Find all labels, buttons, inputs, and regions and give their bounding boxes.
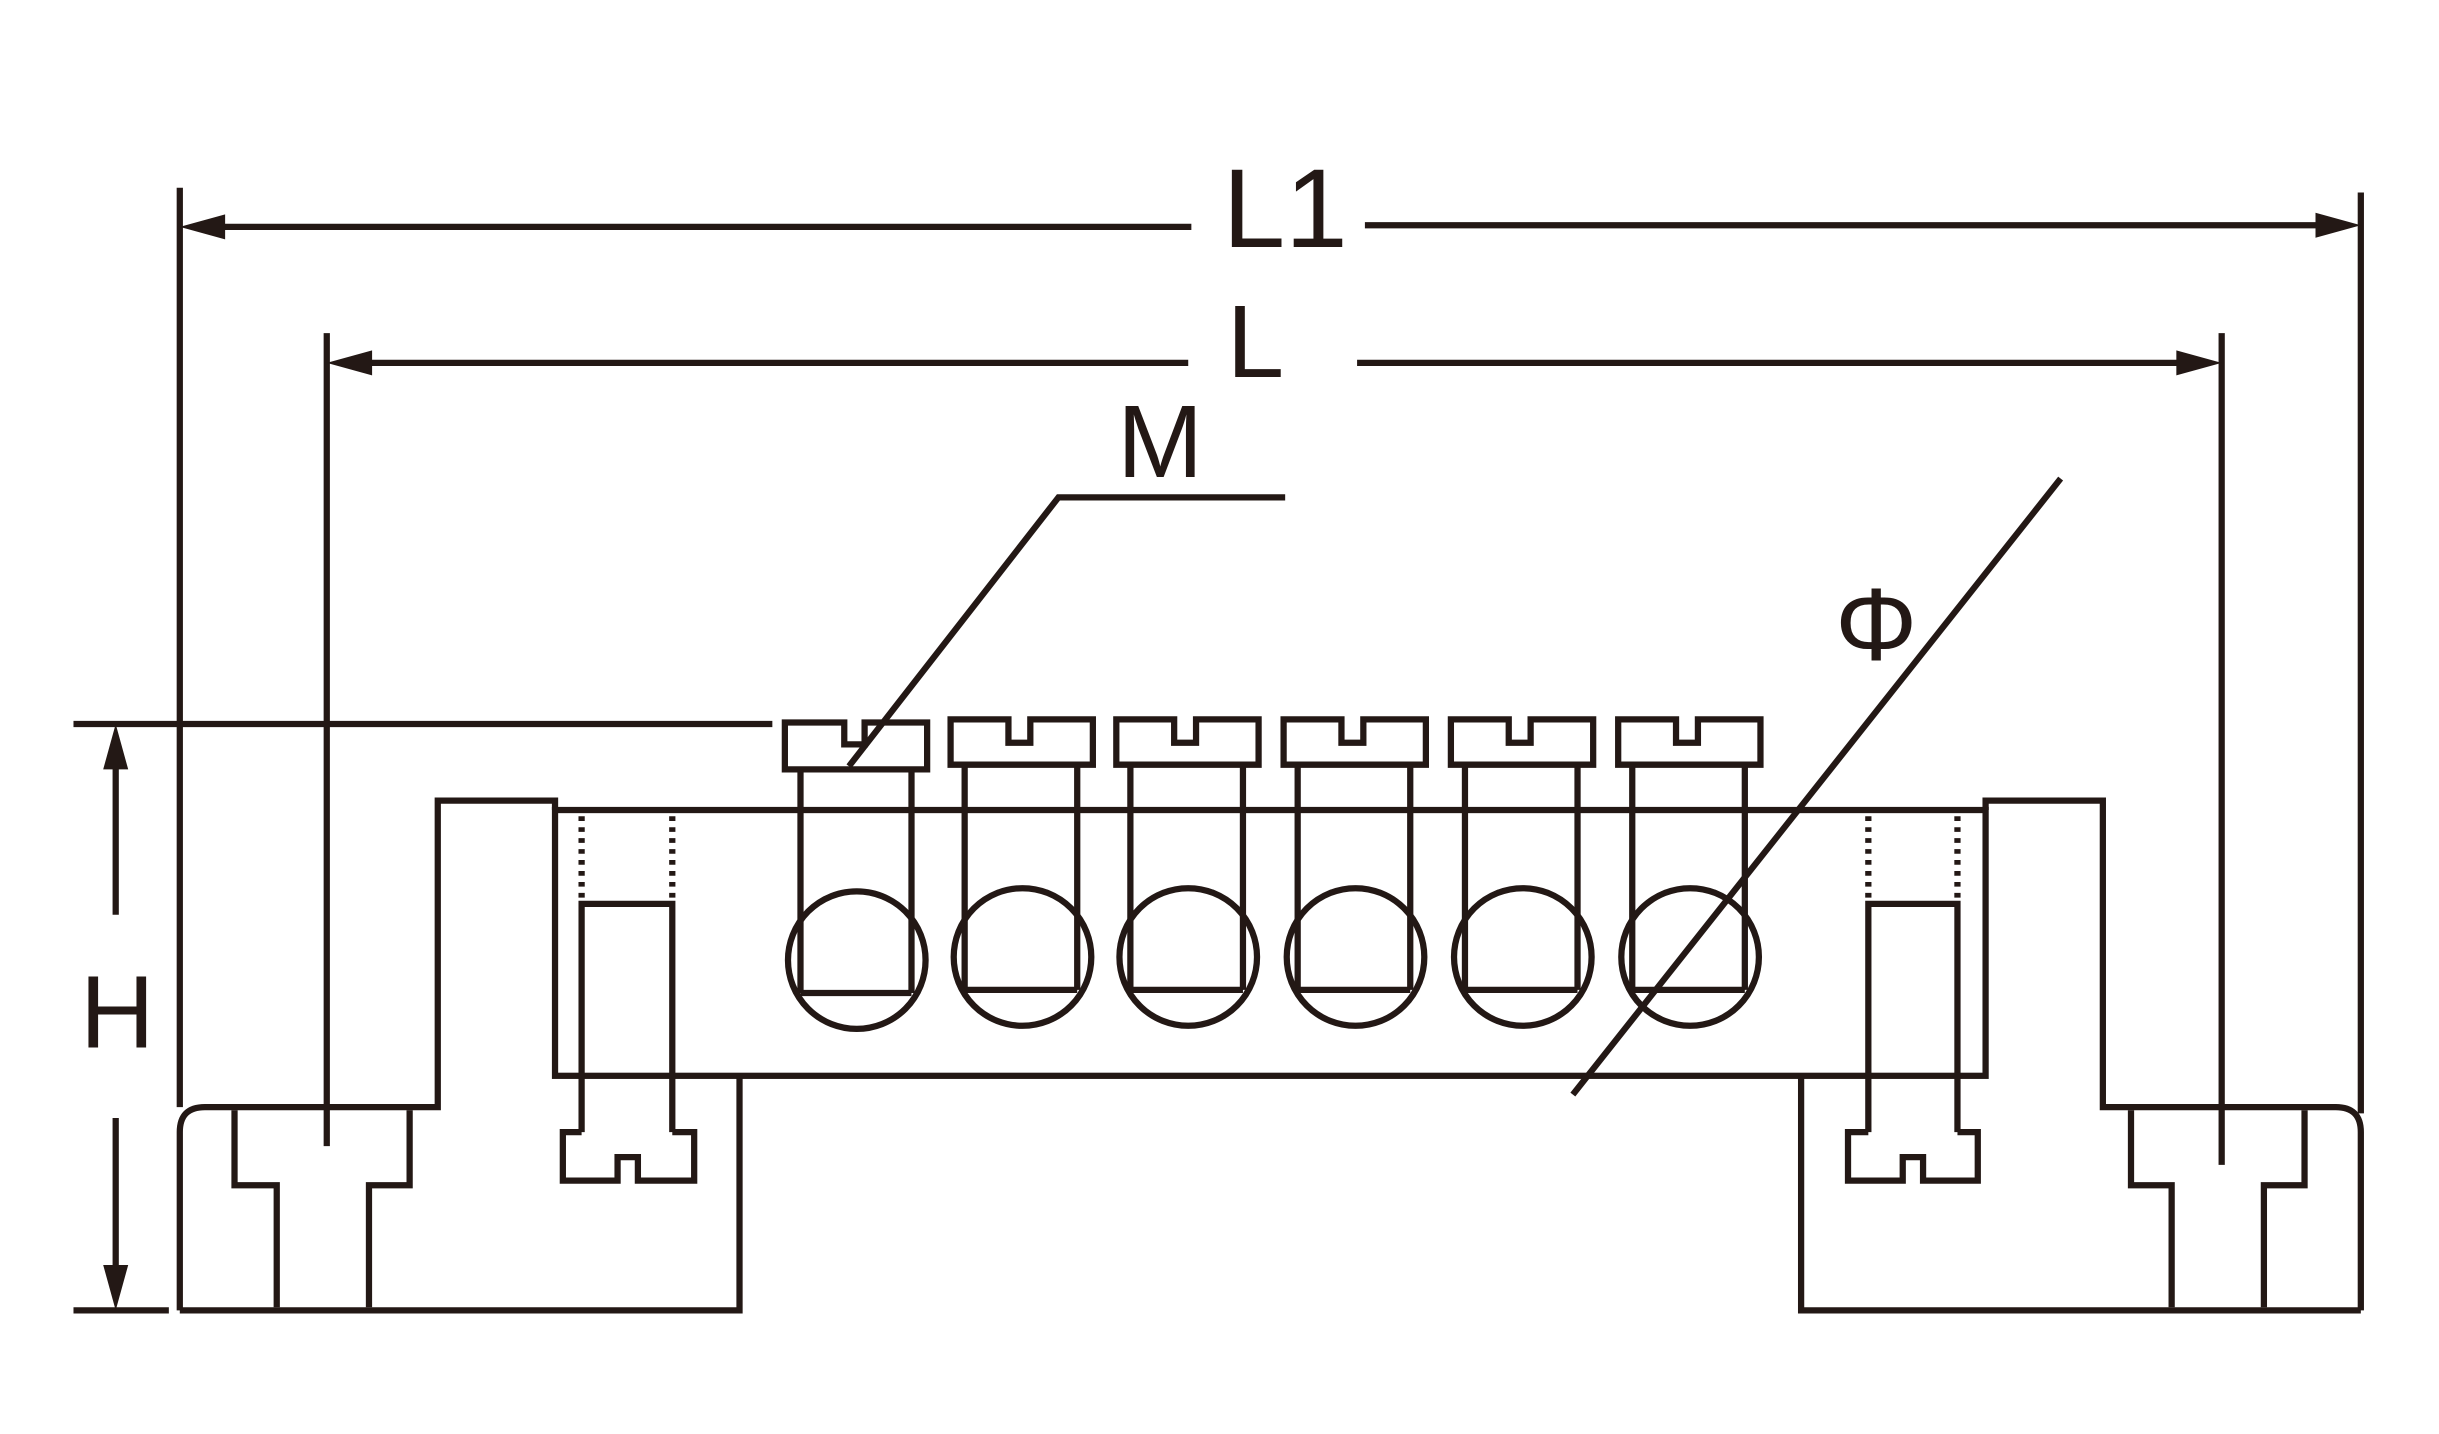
terminal-screw-6: [1615, 716, 1764, 1029]
left-support-t-slot: [231, 1110, 413, 1308]
terminal-wire-hole: [1283, 885, 1428, 1029]
left-mounting-screw-head: [559, 1128, 698, 1184]
right-mounting-screw-hidden-thread: [1865, 816, 1961, 900]
terminal-screw-1: [781, 719, 931, 1033]
terminal-screw-4: [1280, 716, 1430, 1029]
left-mounting-screw-hidden-thread: [578, 816, 676, 900]
l1-label: L1: [1223, 145, 1348, 271]
l1-arrow-right: [2315, 212, 2361, 238]
terminal-screw-head: [1280, 716, 1430, 768]
terminal-wire-hole: [1618, 885, 1763, 1029]
dimension-l1: L1: [176, 145, 2364, 1114]
left-mounting-screw: [559, 816, 698, 1184]
terminal-wire-hole: [1116, 885, 1261, 1029]
m-label: M: [1117, 384, 1203, 499]
right-support-t-slot: [2127, 1110, 2308, 1308]
screw-callout-m: M: [846, 384, 1286, 769]
terminal-clamp-body: [1294, 764, 1414, 993]
h-label: H: [80, 955, 155, 1070]
h-arrow-up: [103, 724, 129, 770]
terminal-clamp-body: [1127, 764, 1247, 993]
terminal-screw-3: [1113, 716, 1262, 1029]
terminal-screw-5: [1447, 716, 1597, 1029]
l-arrow-right: [2176, 350, 2222, 376]
dimension-l: L: [323, 284, 2225, 1165]
terminal-wire-hole: [950, 885, 1095, 1029]
right-support-outline: [1797, 797, 2364, 1314]
terminal-screw-head: [1447, 716, 1597, 768]
terminal-wire-hole: [784, 888, 929, 1033]
terminal-clamp-body: [1629, 764, 1748, 993]
m-leader-line: [846, 494, 1286, 769]
terminal-wire-hole: [1450, 885, 1595, 1029]
terminal-screw-head: [947, 716, 1096, 768]
terminal-clamp-body: [961, 764, 1081, 993]
left-support: [176, 797, 743, 1314]
l-arrow-left: [326, 350, 373, 376]
left-support-outline: [176, 797, 743, 1314]
dimension-h: H: [73, 720, 773, 1314]
l-label: L: [1227, 284, 1284, 399]
busbar-body: [551, 806, 1989, 1079]
terminal-clamp-body: [797, 769, 915, 997]
l1-arrow-left: [179, 214, 226, 240]
right-mounting-screw: [1844, 816, 1981, 1184]
right-mounting-screw-head: [1844, 1128, 1981, 1184]
terminal-screw-head: [1113, 716, 1262, 768]
phi-label: Φ: [1835, 567, 1917, 682]
right-mounting-screw-shaft: [1865, 900, 1961, 1133]
terminal-clamp-body: [1461, 764, 1581, 993]
terminal-screw-head: [781, 719, 931, 773]
terminal-screw-head: [1615, 716, 1764, 768]
left-mounting-screw-shaft: [578, 900, 676, 1133]
terminal-screw-2: [947, 716, 1096, 1029]
right-support: [1797, 797, 2364, 1314]
h-arrow-down: [103, 1264, 129, 1311]
